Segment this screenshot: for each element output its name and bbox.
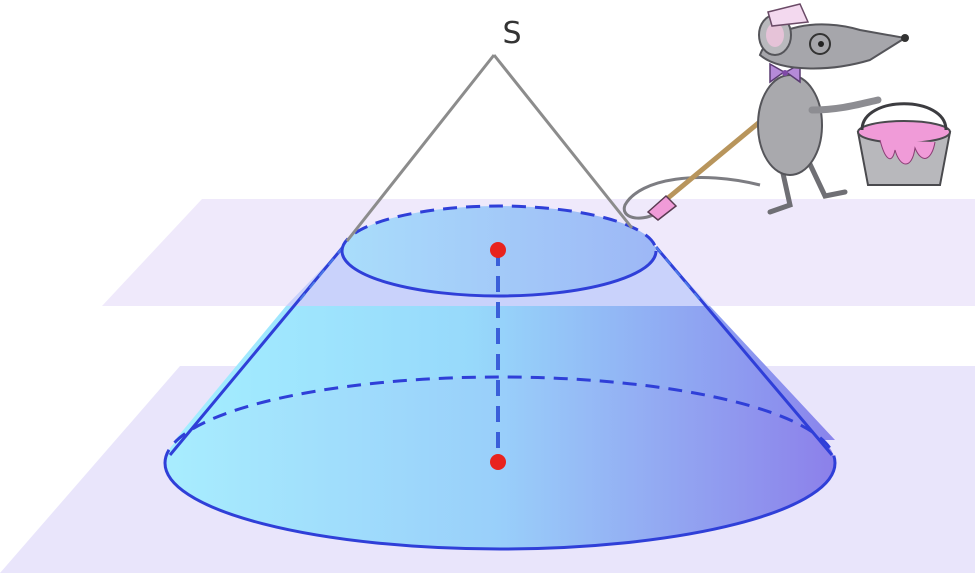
top-back-edge xyxy=(340,204,658,252)
apex-label: S xyxy=(502,16,521,51)
base-front-edge xyxy=(163,462,837,551)
base-back-edge xyxy=(163,375,837,464)
top-center-point xyxy=(490,242,506,258)
apex-right-line xyxy=(492,54,634,229)
top-front-edge xyxy=(340,250,658,298)
right-generator-dash xyxy=(655,246,701,301)
base-center-point xyxy=(490,454,506,470)
apex-left-line xyxy=(345,54,496,242)
left-generator-dash xyxy=(299,246,344,301)
painter-mouse-icon xyxy=(622,3,952,221)
